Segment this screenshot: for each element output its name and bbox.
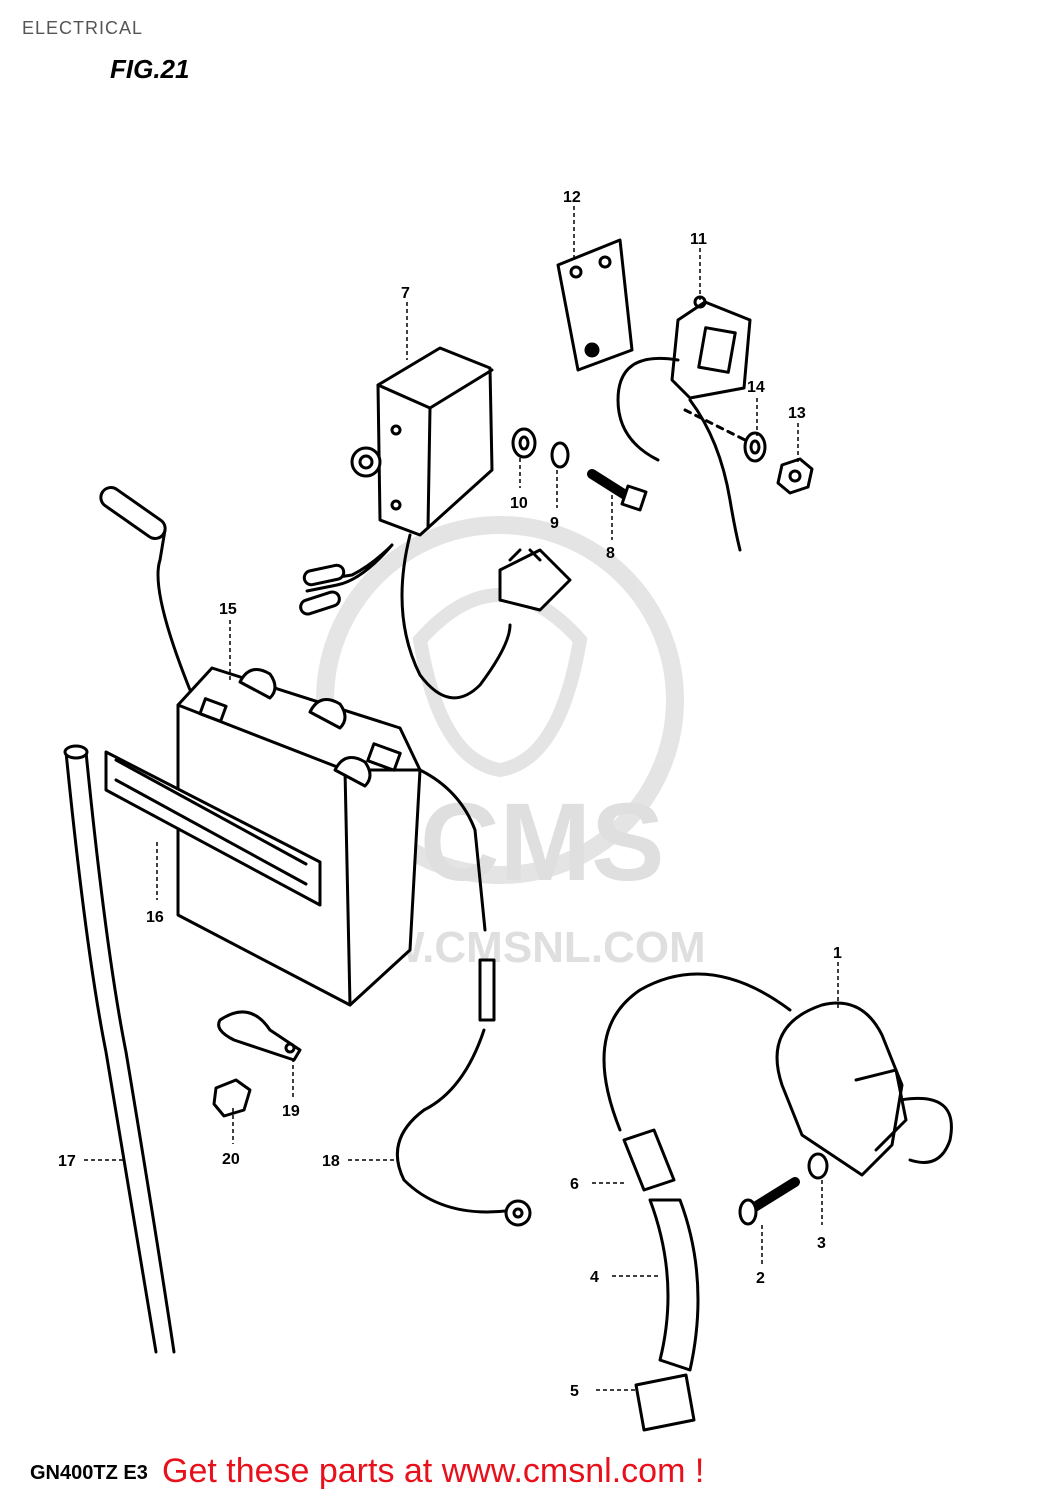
callout-17: 17 [58,1153,76,1170]
callout-10: 10 [510,495,528,512]
promo-link[interactable]: Get these parts at www.cmsnl.com ! [162,1452,705,1490]
part-12-bracket [556,238,634,372]
part-8-bolt [587,469,648,512]
part-5-cap-end [634,1373,696,1432]
callout-9: 9 [550,515,559,532]
callout-11: 11 [690,231,707,248]
part-3-washer [807,1152,829,1180]
callout-7: 7 [401,285,410,302]
callout-1: 1 [833,945,842,962]
callout-2: 2 [756,1270,765,1287]
leader-lines [84,206,839,1391]
callout-19: 19 [282,1103,300,1120]
callout-13: 13 [788,405,806,422]
part-15-battery [99,486,487,1007]
figure-number: FIG.21 [110,54,190,84]
callout-6: 6 [570,1176,579,1193]
callout-5: 5 [570,1383,579,1400]
part-4-plug-cap [648,1198,700,1372]
part-13-nut [776,457,814,495]
part-11-rectifier [616,295,752,552]
part-16-strap [104,750,322,907]
callout-16: 16 [146,909,164,926]
callout-8: 8 [606,545,615,562]
callout-12: 12 [563,189,581,206]
callout-18: 18 [322,1153,340,1170]
callout-4: 4 [590,1269,599,1286]
callout-20: 20 [222,1151,240,1168]
model-code: GN400TZ E3 [30,1462,148,1484]
part-17-breather-tube [63,744,176,1354]
part-9-lockwasher [550,441,570,469]
part-20-bolt [212,1078,252,1118]
part-18-ground-lead [395,958,532,1227]
callout-labels: 1 2 3 4 5 6 7 8 9 10 11 12 13 14 15 16 1… [58,189,842,1400]
part-7-cdi-unit [299,346,572,700]
callout-14: 14 [747,379,765,396]
part-6-cap-seal [622,1128,676,1192]
part-1-ignition-coil [602,972,953,1177]
callout-15: 15 [219,601,237,618]
part-19-clamp [217,1010,302,1062]
part-2-screw [738,1177,800,1226]
part-14-washer [743,431,767,463]
section-title: ELECTRICAL [22,18,144,38]
part-10-washer [511,427,537,459]
callout-3: 3 [817,1235,826,1252]
